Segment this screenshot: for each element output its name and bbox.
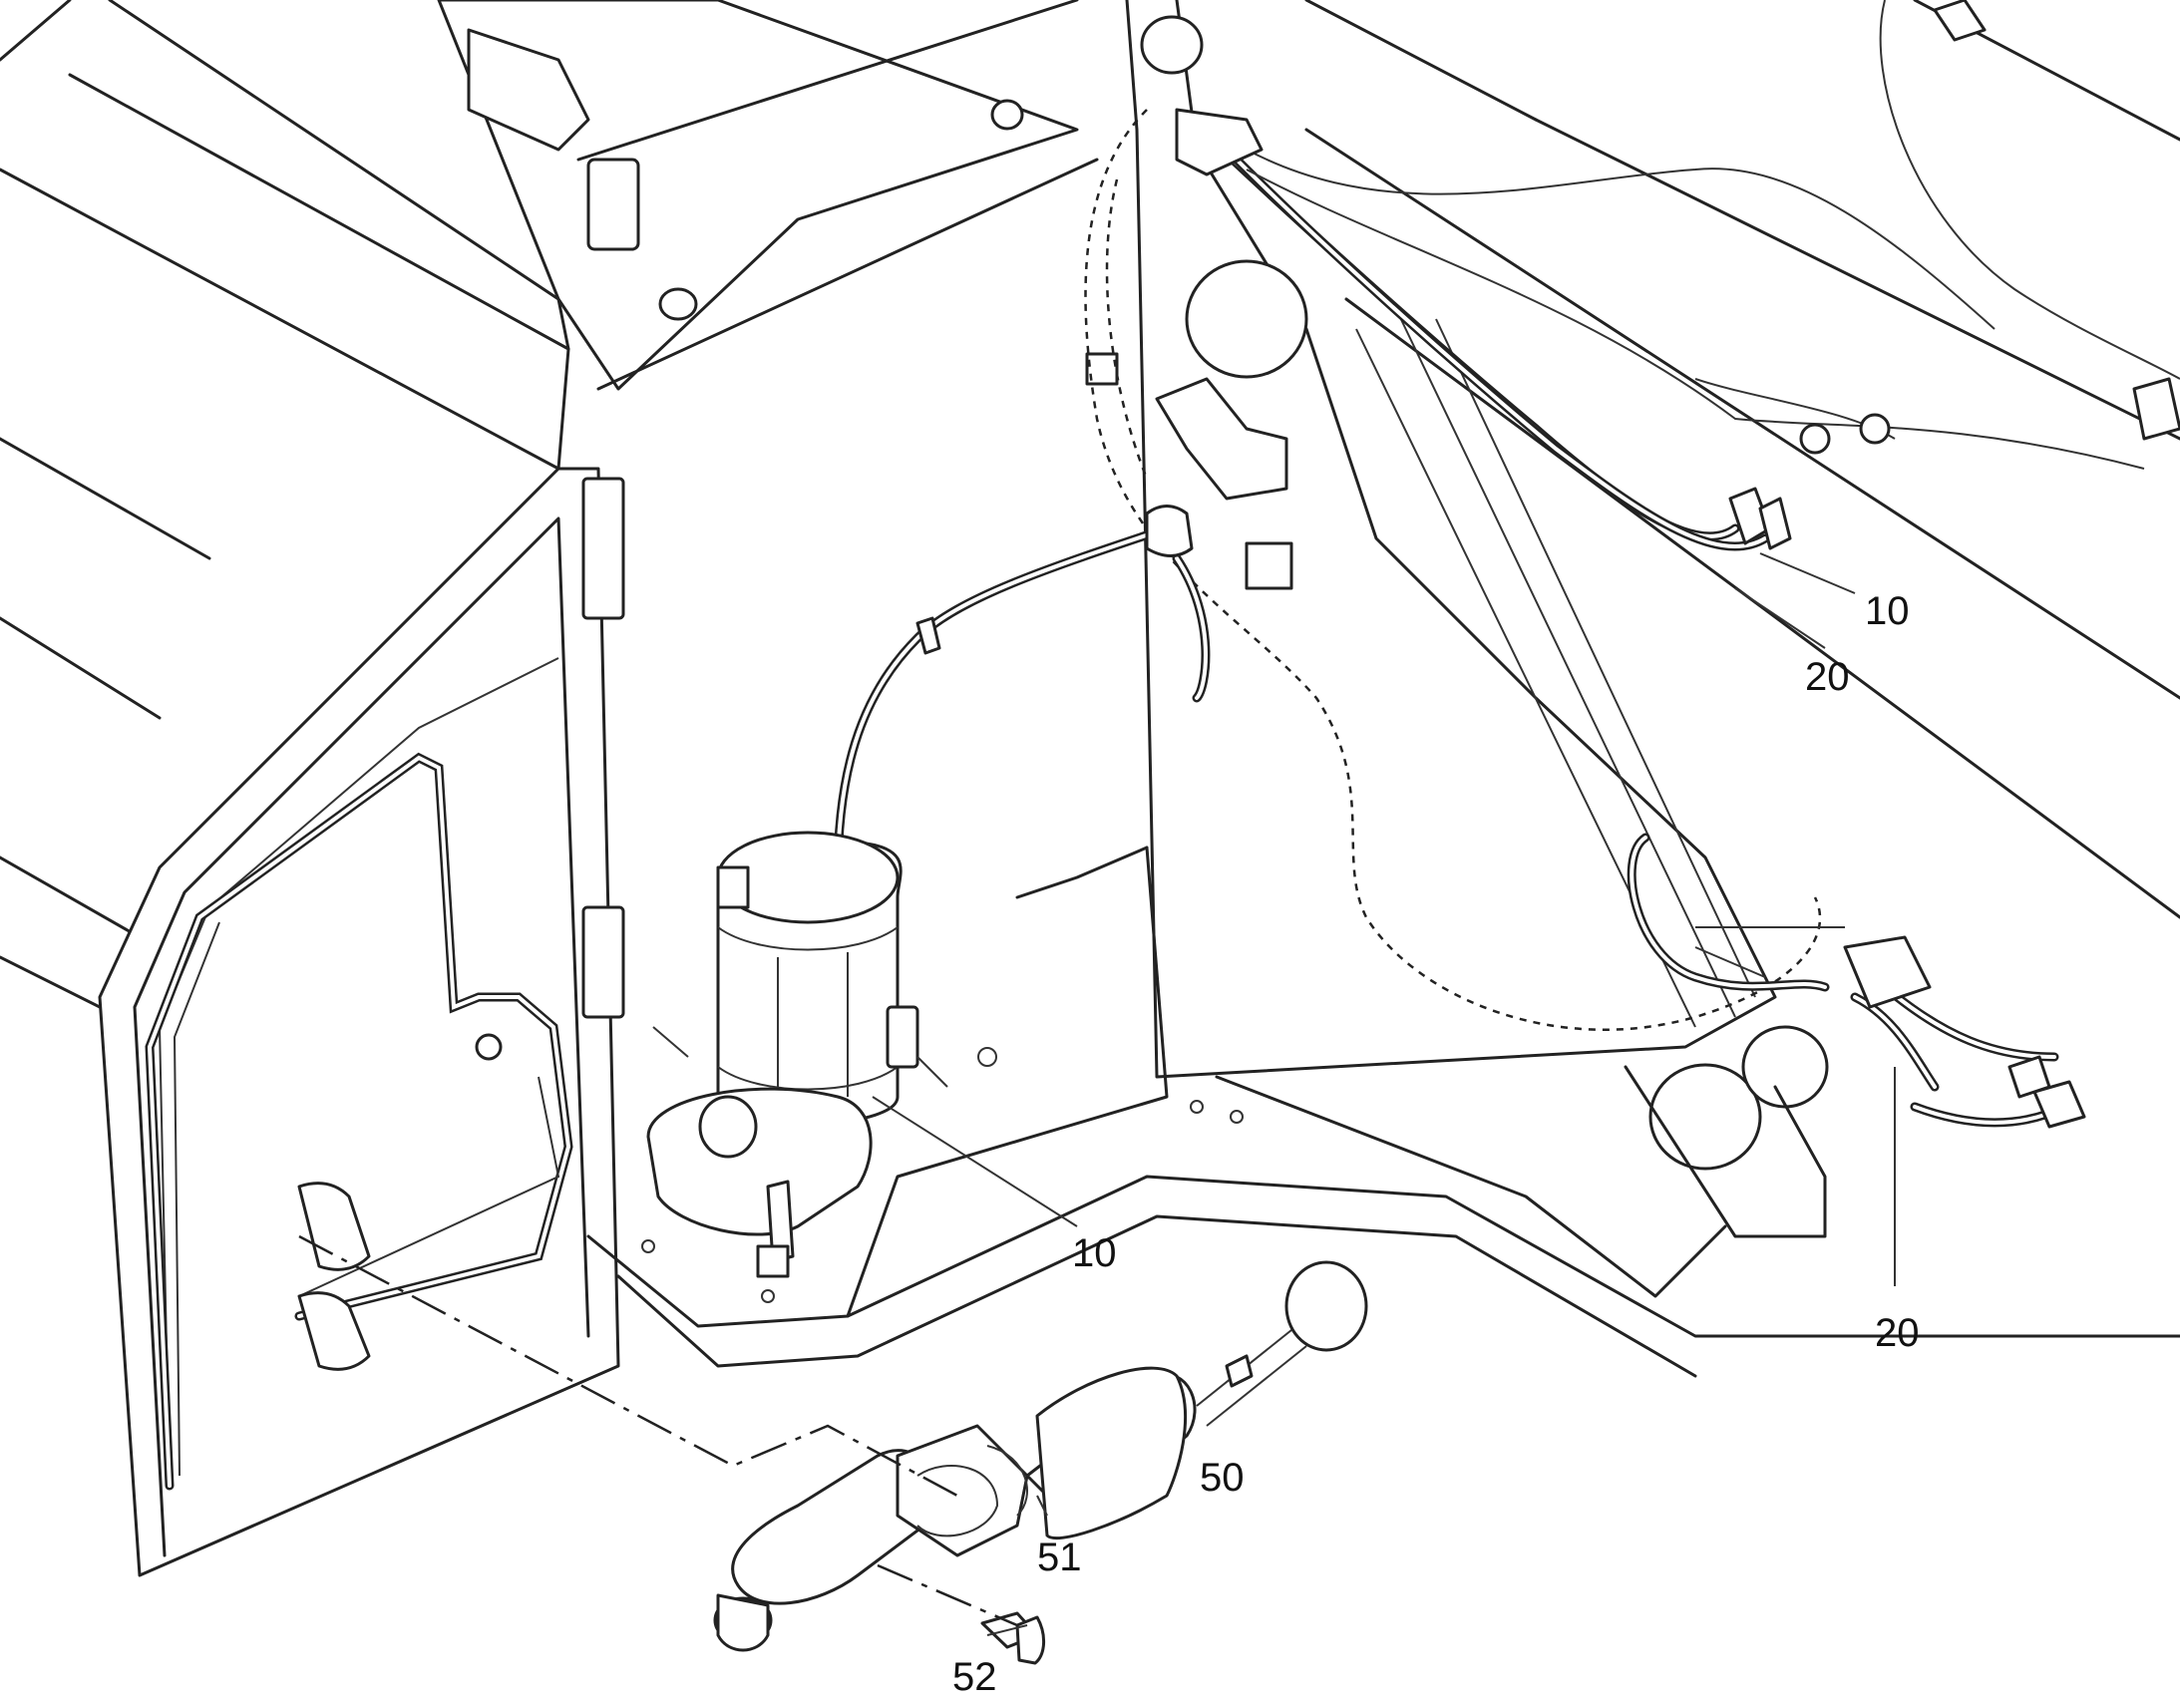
upper-hose-bundle [1175, 0, 2180, 551]
motor-cable [833, 505, 1211, 882]
callout-52: 52 [952, 1655, 997, 1699]
callout-10-center: 10 [1072, 1231, 1117, 1275]
motor-assembly [646, 831, 948, 1278]
callout-50: 50 [1200, 1456, 1245, 1500]
callout-20-lower: 20 [1875, 1311, 1920, 1355]
assembly-axis-lines [298, 1234, 1018, 1627]
lower-hose-bundle [1627, 833, 2086, 1129]
access-door-frame [98, 467, 625, 1577]
callout-20-right: 20 [1805, 655, 1850, 699]
hidden-route-lines [1084, 109, 1822, 1031]
bolt-part-52 [980, 1611, 1045, 1665]
door-tube-route [145, 752, 573, 1491]
callout-51: 51 [1037, 1536, 1082, 1579]
callout-10-right: 10 [1865, 589, 1910, 633]
clamp-part-51 [896, 1424, 1029, 1557]
leader-lines [872, 552, 1896, 1517]
filter-part-50 [713, 1260, 1368, 1652]
base-plate [586, 846, 2180, 1378]
frame-arm-right [1085, 0, 2180, 1298]
machine-housing-left [0, 0, 1099, 1019]
